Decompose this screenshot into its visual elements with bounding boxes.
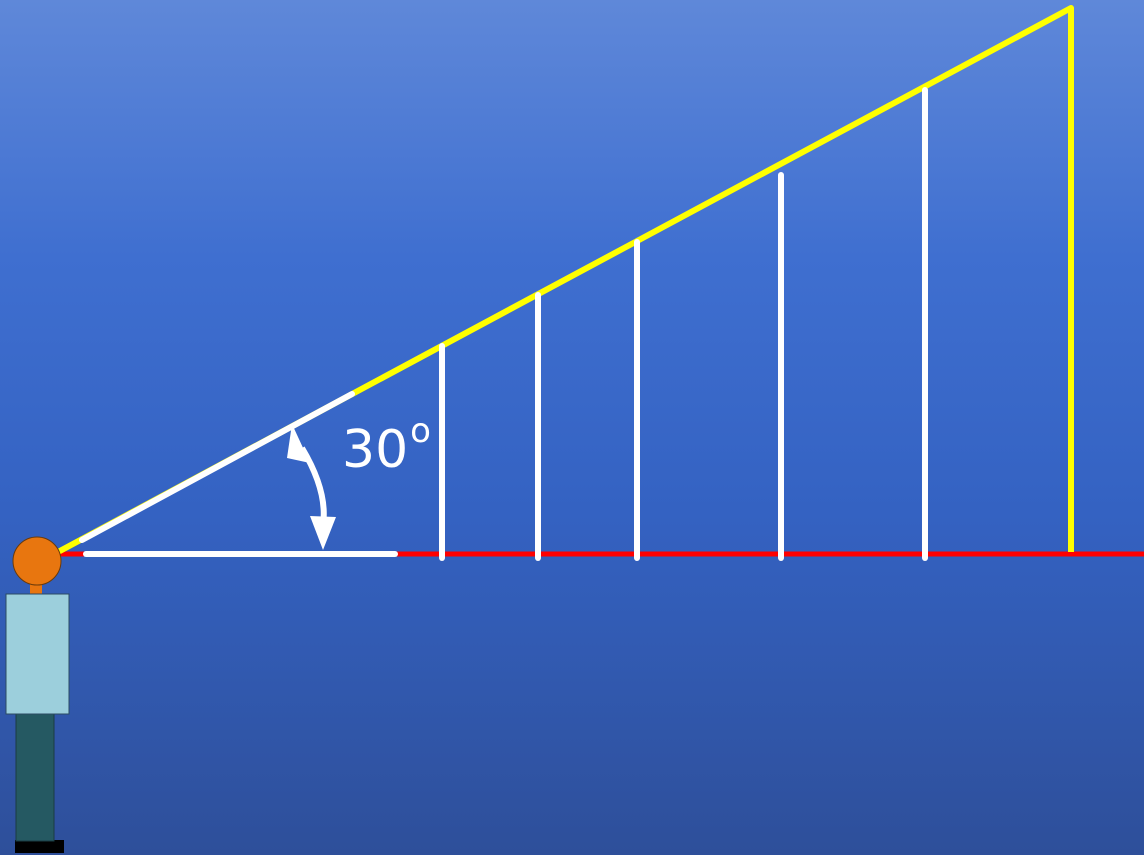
- person-legs: [15, 712, 55, 842]
- angle-label: 30o: [342, 414, 431, 476]
- person-torso: [5, 593, 70, 715]
- angle-value: 30: [342, 420, 409, 480]
- person-neck: [30, 584, 42, 595]
- degree-mark: o: [410, 411, 431, 451]
- angle-arm-upper: [79, 391, 355, 543]
- person-head: [12, 536, 62, 586]
- person-feet: [15, 840, 64, 853]
- person-figure: [5, 536, 70, 853]
- double-headed-arc-arrow-icon: [287, 424, 336, 550]
